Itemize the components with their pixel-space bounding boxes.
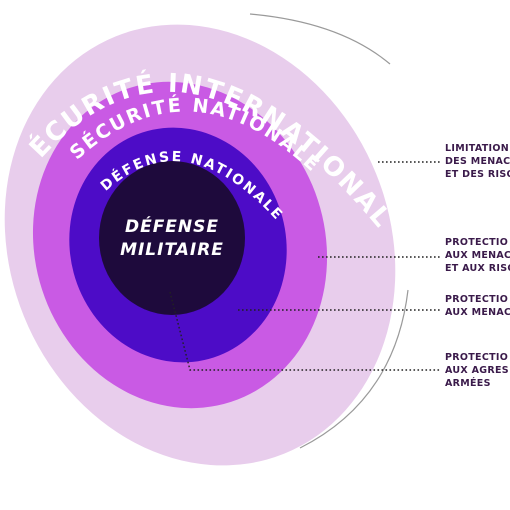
label-line: ET DES RISQ [445, 169, 510, 180]
leader-line-protection-agressions [169, 291, 440, 371]
label-limitation-menaces-risques: LIMITATION DES MENAC ET DES RISQ [445, 143, 510, 180]
label-line: PROTECTIO [445, 352, 508, 363]
ring-defense-militaire-core [99, 161, 245, 315]
label-line: AUX AGRES [445, 365, 509, 376]
decorative-orbit-arc-top [249, 13, 391, 65]
decorative-orbit-arc-right [299, 289, 409, 449]
label-protection-menaces: PROTECTIO AUX MENAC [445, 294, 510, 318]
core-title-line-2: MILITAIRE [120, 240, 224, 260]
core-title-line-1: DÉFENSE [125, 215, 219, 237]
label-line: AUX MENAC [445, 250, 510, 261]
label-line: ET AUX RISQ [445, 263, 510, 274]
label-line: AUX MENAC [445, 307, 510, 318]
label-line: ARMÉES [445, 377, 491, 389]
label-line: DES MENAC [445, 156, 510, 167]
label-line: PROTECTIO [445, 237, 508, 248]
label-protection-menaces-risques: PROTECTIO AUX MENAC ET AUX RISQ [445, 237, 510, 274]
label-line: LIMITATION [445, 143, 509, 154]
label-line: PROTECTIO [445, 294, 508, 305]
label-protection-agressions-armees: PROTECTIO AUX AGRES ARMÉES [445, 352, 509, 389]
